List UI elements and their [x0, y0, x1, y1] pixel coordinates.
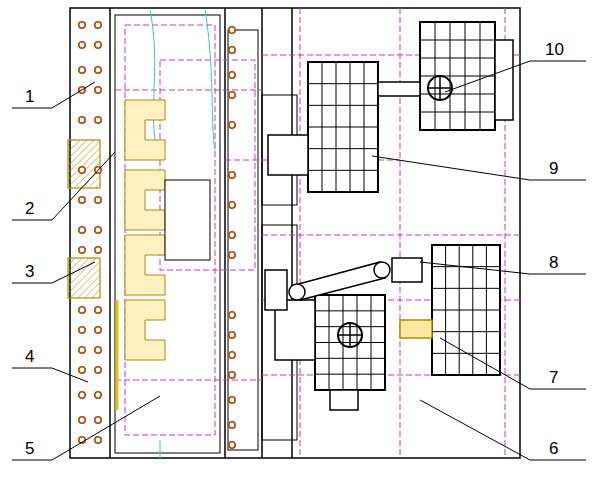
callout-number: 3 [24, 263, 35, 280]
fin-line [308, 127, 378, 128]
bolt-head [229, 232, 235, 238]
callout-number: 2 [24, 200, 35, 217]
bolt-head [95, 197, 101, 203]
bolt-head [95, 347, 101, 353]
bolt-head [229, 332, 235, 338]
bolt-head [95, 367, 101, 373]
bolt-head [229, 172, 235, 178]
callout-number: 5 [24, 440, 35, 457]
bolt-head [79, 67, 85, 73]
frame [70, 8, 520, 458]
bolt-head [95, 417, 101, 423]
bolt-head [79, 22, 85, 28]
fin-line [315, 358, 385, 359]
bolt-head [79, 227, 85, 233]
bolt-head [229, 202, 235, 208]
fin-line [432, 310, 500, 311]
fin-line [432, 288, 500, 289]
callout-number: 1 [24, 88, 35, 105]
callout-number: 7 [548, 369, 559, 386]
bolt-head [79, 327, 85, 333]
bolt-head [95, 327, 101, 333]
bolt-head [95, 42, 101, 48]
bolt-head [79, 117, 85, 123]
fin-line [308, 170, 378, 171]
fin-line [315, 374, 385, 375]
bolt-head [79, 417, 85, 423]
leader-lines [12, 61, 586, 460]
bolt-head [229, 352, 235, 358]
hatched-blocks [68, 140, 117, 410]
fin-line [420, 112, 495, 113]
motor-fins [308, 22, 500, 390]
bolt-head [95, 87, 101, 93]
fin-line [315, 342, 385, 343]
fin-line [432, 331, 500, 332]
guide-curves [150, 10, 215, 458]
bolt-head [229, 312, 235, 318]
bolt-head [229, 252, 235, 258]
bolt-head [95, 392, 101, 398]
fin-line [315, 310, 385, 311]
fin-line [420, 40, 495, 41]
bolt-head [79, 347, 85, 353]
mold-cavity [125, 100, 210, 360]
fin-line [420, 76, 495, 77]
fin-line [420, 94, 495, 95]
bolt-head [79, 307, 85, 313]
bolt-head [229, 372, 235, 378]
dashed-lines [115, 8, 520, 458]
callout-number: 6 [548, 440, 559, 457]
bolt-head [79, 42, 85, 48]
callout-number: 10 [544, 41, 565, 58]
bolt-head [229, 122, 235, 128]
link-arm [265, 258, 422, 310]
bolt-head [229, 397, 235, 403]
bolt-head [95, 117, 101, 123]
bolt-head [95, 67, 101, 73]
bolt-head [229, 422, 235, 428]
fin-line [315, 326, 385, 327]
bolt-head [95, 307, 101, 313]
bolt-head [95, 22, 101, 28]
fin-line [308, 148, 378, 149]
bolt-heads [79, 22, 235, 448]
bolt-head [95, 227, 101, 233]
fin-line [308, 83, 378, 84]
bolt-head [229, 47, 235, 53]
bolt-head [229, 27, 235, 33]
bolt-head [79, 247, 85, 253]
bolt-head [229, 442, 235, 448]
bolt-head [79, 392, 85, 398]
callout-number: 9 [548, 160, 559, 177]
bolt-head [95, 437, 101, 443]
callout-number: 8 [548, 254, 559, 271]
bolt-head [79, 197, 85, 203]
bolt-head [95, 247, 101, 253]
callout-number: 4 [24, 348, 35, 365]
fin-line [420, 58, 495, 59]
fin-line [308, 105, 378, 106]
bolt-head [79, 367, 85, 373]
bolt-head [229, 92, 235, 98]
bolt-head [229, 72, 235, 78]
bolt-head [79, 167, 85, 173]
